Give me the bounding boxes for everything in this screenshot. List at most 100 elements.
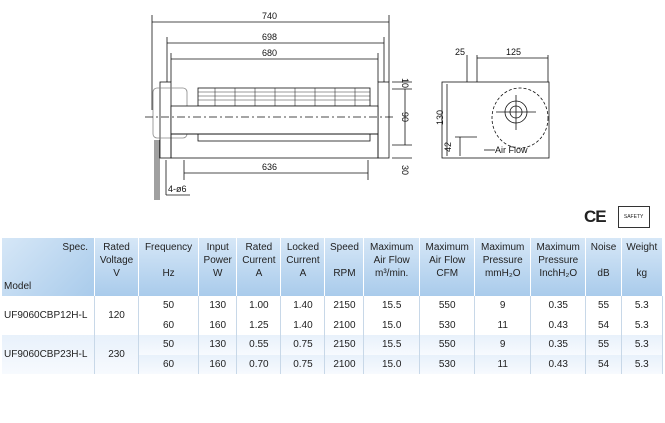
table-cell: 15.0 [363, 354, 420, 374]
table-cell: 2100 [324, 354, 365, 374]
table-cell: 50 [138, 335, 200, 355]
dim-740: 740 [262, 11, 277, 21]
table-cell: 50 [138, 296, 200, 316]
table-cell: 5.3 [621, 354, 664, 374]
table-cell: 2100 [324, 315, 365, 335]
header-line: Speed [329, 242, 359, 253]
header-line: Current [286, 255, 320, 266]
header-line [588, 254, 618, 267]
table-cell: 54 [585, 354, 622, 374]
certification-logos: CE SAFETY [584, 206, 650, 228]
header-line: Noise [590, 242, 617, 253]
header-line: Pressure [538, 255, 579, 266]
dim-90: 90 [400, 112, 410, 122]
dim-25: 25 [455, 47, 465, 57]
safety-cert-logo: SAFETY [617, 206, 650, 228]
table-cell: 0.75 [280, 354, 326, 374]
header-line: Rated [245, 242, 273, 253]
table-cell: 60 [138, 354, 200, 374]
spec-label: Spec. [62, 242, 88, 253]
header-line: Power [203, 255, 232, 266]
header-line: mmH₂O [484, 268, 521, 279]
dim-680: 680 [262, 48, 277, 58]
table-cell: 0.70 [236, 354, 282, 374]
header-line: RPM [333, 268, 356, 279]
table-cell: 530 [419, 354, 476, 374]
model-name: UF9060CBP12H-L [2, 296, 95, 335]
model-name: UF9060CBP23H-L [2, 335, 95, 374]
header-line: InchH₂O [539, 268, 578, 279]
column-header: Noise dB [585, 238, 622, 296]
header-line: Voltage [99, 255, 134, 266]
table-cell: 1.40 [280, 296, 326, 316]
table-cell: 9 [474, 335, 531, 355]
table-cell: 5.3 [621, 335, 664, 355]
table-cell: 550 [419, 296, 476, 316]
table-cell: 0.75 [280, 335, 326, 355]
table-cell: 11 [474, 354, 531, 374]
dim-636: 636 [262, 162, 277, 172]
table-cell: 15.5 [363, 296, 420, 316]
header-line: Input [206, 242, 229, 253]
rated-voltage: 230 [94, 335, 140, 374]
table-cell: 0.55 [236, 335, 282, 355]
table-cell: 55 [585, 296, 622, 316]
header-line: Maximum [370, 242, 414, 253]
table-cell: 11 [474, 315, 531, 335]
table-cell: 1.40 [280, 315, 326, 335]
table-cell: 0.43 [530, 315, 587, 335]
header-line: Maximum [481, 242, 525, 253]
header-line: m³/min. [375, 268, 409, 279]
table-cell: 60 [138, 315, 200, 335]
header-line: Air Flow [373, 255, 410, 266]
header-line: Air Flow [429, 255, 466, 266]
table-cell: 5.3 [621, 315, 664, 335]
header-line: kg [636, 268, 648, 279]
header-line: dB [597, 268, 610, 279]
table-cell: 530 [419, 315, 476, 335]
header-line [141, 254, 196, 267]
header-line: Frequency [144, 242, 193, 253]
model-label: Model [4, 281, 32, 292]
header-line: Current [242, 255, 276, 266]
table-cell: 1.25 [236, 315, 282, 335]
header-line: W [212, 268, 223, 279]
dim-42: 42 [443, 142, 453, 152]
header-line: V [113, 268, 120, 279]
side-view: 25 125 130 42 Air Flow [435, 47, 550, 159]
table-cell: 54 [585, 315, 622, 335]
table-cell: 130 [198, 296, 238, 316]
table-cell: 15.5 [363, 335, 420, 355]
table-cell: 1.00 [236, 296, 282, 316]
dim-30: 30 [400, 165, 410, 175]
table-cell: 2150 [324, 335, 365, 355]
header-line: Maximum [425, 242, 469, 253]
header-line: Maximum [536, 242, 580, 253]
holes-label: 4-ø6 [168, 184, 187, 194]
column-header: Weight kg [621, 238, 664, 296]
table-cell: 0.35 [530, 335, 587, 355]
dim-698: 698 [262, 32, 277, 42]
dim-125: 125 [506, 47, 521, 57]
dim-130: 130 [435, 110, 445, 125]
header-line: A [255, 268, 263, 279]
dim-10: 10 [400, 78, 410, 88]
table-cell: 55 [585, 335, 622, 355]
header-line: A [299, 268, 307, 279]
header-line: Hz [162, 268, 175, 279]
ce-mark: CE [584, 207, 607, 226]
table-cell: 130 [198, 335, 238, 355]
table-cell: 5.3 [621, 296, 664, 316]
header-line: Weight [626, 242, 658, 253]
header-line: Rated [103, 242, 130, 253]
